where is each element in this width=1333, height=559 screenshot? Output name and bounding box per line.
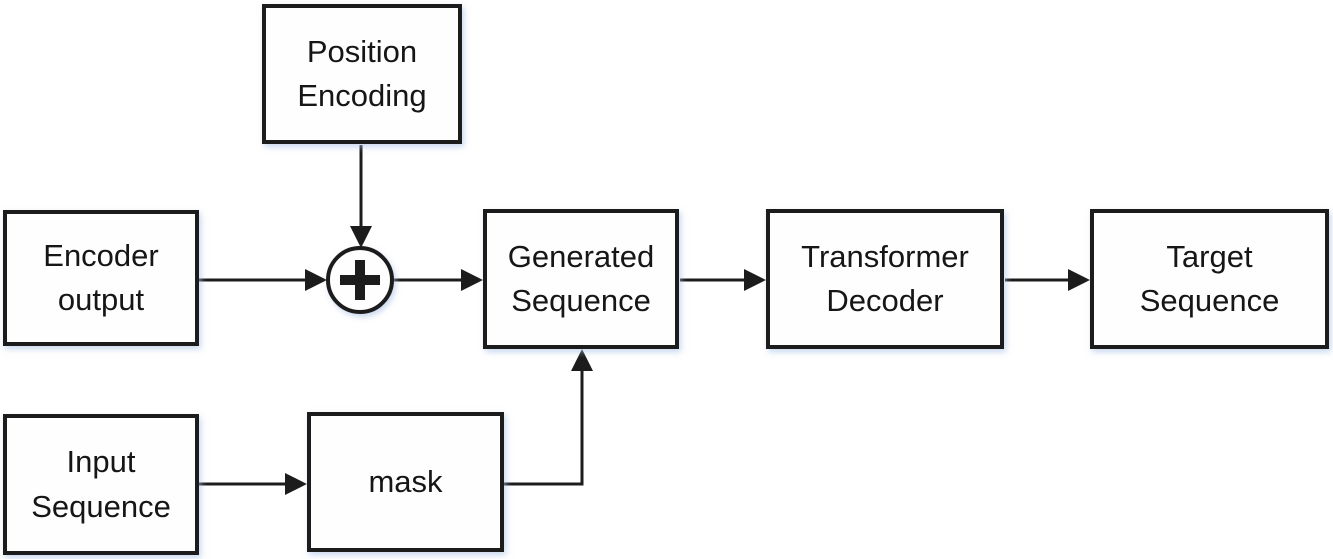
node-sum-junction <box>326 246 394 314</box>
node-mask-label: mask <box>368 463 443 499</box>
node-transformer-decoder-label: Transformer Decoder <box>801 238 969 318</box>
edge-generated-sequence-to-transformer-decoder <box>680 269 766 291</box>
node-target-sequence: Target Sequence <box>1090 209 1329 349</box>
node-input-sequence: Input Sequence <box>3 414 199 555</box>
node-encoder-output-label: Encoder output <box>43 237 159 317</box>
node-generated-sequence: Generated Sequence <box>483 209 679 349</box>
edge-mask-to-generated-sequence <box>504 349 593 486</box>
node-generated-sequence-label: Generated Sequence <box>507 238 655 318</box>
node-target-sequence-label: Target Sequence <box>1139 238 1280 318</box>
plus-icon <box>330 250 390 310</box>
node-encoder-output: Encoder output <box>3 210 199 346</box>
node-position-encoding: Position Encoding <box>262 4 462 144</box>
node-input-sequence-label: Input Sequence <box>31 444 171 524</box>
edge-input-sequence-to-mask <box>199 473 307 495</box>
edge-position-encoding-to-sum <box>350 145 372 248</box>
plus-icon-vertical-bar <box>355 260 365 300</box>
edge-transformer-decoder-to-target-sequence <box>1005 269 1090 291</box>
node-mask: mask <box>307 412 504 552</box>
edge-encoder-output-to-sum <box>199 269 327 291</box>
node-transformer-decoder: Transformer Decoder <box>766 209 1004 349</box>
node-position-encoding-label: Position Encoding <box>297 33 427 113</box>
edge-sum-to-generated-sequence <box>394 269 483 291</box>
